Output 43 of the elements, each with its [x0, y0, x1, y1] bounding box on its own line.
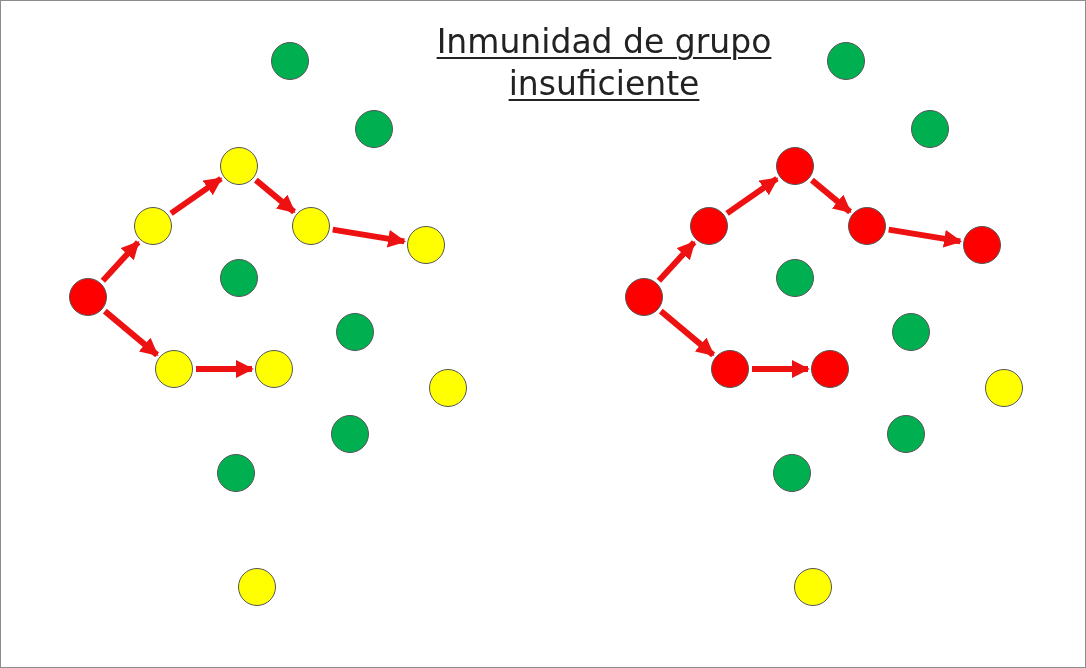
title: Inmunidad de grupo insuficiente [435, 21, 773, 105]
arrow [752, 360, 810, 378]
circle [238, 568, 276, 606]
circle [887, 415, 925, 453]
circle [911, 110, 949, 148]
arrow [332, 226, 407, 248]
circle [794, 568, 832, 606]
circle [331, 415, 369, 453]
circle [848, 207, 886, 245]
arrow [725, 176, 779, 216]
circle [773, 454, 811, 492]
circle [963, 226, 1001, 264]
circle [355, 110, 393, 148]
arrow [169, 176, 223, 216]
circle [336, 313, 374, 351]
circle [776, 259, 814, 297]
circle [811, 350, 849, 388]
arrow [656, 240, 697, 283]
arrow [196, 360, 254, 378]
circle [271, 42, 309, 80]
circle [985, 369, 1023, 407]
circle [292, 207, 330, 245]
arrow [809, 177, 853, 215]
circle [155, 350, 193, 388]
circle [134, 207, 172, 245]
circle [625, 278, 663, 316]
circle [690, 207, 728, 245]
circle [220, 147, 258, 185]
circle [711, 350, 749, 388]
arrow [658, 308, 716, 358]
circle [892, 313, 930, 351]
arrow [100, 240, 141, 283]
circle [827, 42, 865, 80]
arrow [253, 177, 297, 215]
arrow [888, 226, 963, 248]
circle [407, 226, 445, 264]
circle [220, 259, 258, 297]
circle [255, 350, 293, 388]
arrow [102, 308, 160, 358]
circle [776, 147, 814, 185]
circle [69, 278, 107, 316]
circle [217, 454, 255, 492]
circle [429, 369, 467, 407]
